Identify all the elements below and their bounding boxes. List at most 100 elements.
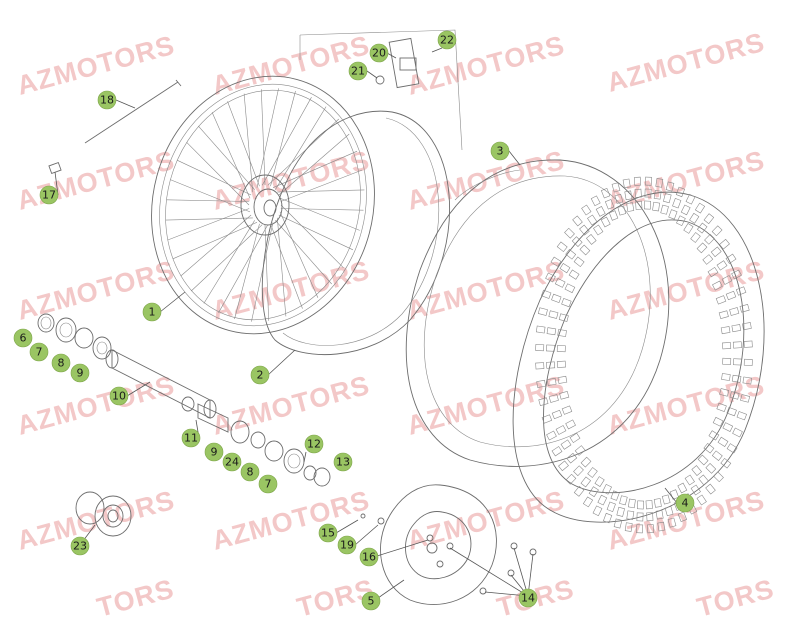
spoke: [166, 199, 250, 202]
tread-block: [546, 344, 555, 352]
watermark: AZMOTORS: [209, 255, 373, 326]
tread-block: [557, 329, 567, 337]
tread-block: [696, 222, 708, 234]
tread-block: [565, 249, 577, 260]
tread-block: [587, 467, 598, 478]
spoke: [261, 97, 312, 186]
tread-block: [624, 522, 633, 532]
spoke: [172, 222, 258, 260]
callout-18: 18: [97, 90, 117, 110]
tread-block: [535, 325, 546, 334]
tread-block: [675, 186, 685, 198]
tread-block: [574, 445, 586, 456]
spoked-wheel: [151, 75, 375, 335]
spoke: [277, 189, 365, 193]
callout-8: 8: [51, 353, 71, 373]
tread-block: [689, 212, 700, 224]
tread-block: [721, 373, 731, 381]
spoke: [278, 133, 350, 196]
tread-block: [537, 307, 548, 316]
spoke: [275, 106, 327, 190]
tread-block: [657, 521, 666, 532]
tread-block: [733, 358, 742, 366]
tread-block: [579, 224, 590, 236]
callout-9b: 9: [204, 442, 224, 462]
tread-block: [718, 310, 729, 320]
tread-block: [565, 473, 577, 485]
svg-text:11: 11: [184, 432, 198, 445]
tread-block: [719, 238, 730, 250]
tread-block: [614, 193, 624, 204]
tread-block: [604, 199, 615, 210]
spoke: [280, 208, 364, 211]
tread-block: [721, 275, 733, 285]
watermark: AZMOTORS: [404, 30, 568, 101]
svg-text:5: 5: [368, 595, 375, 608]
callout-20: 20: [369, 43, 389, 63]
callout-6: 6: [13, 328, 33, 348]
tread-block: [726, 443, 738, 454]
tread-block: [655, 178, 664, 188]
tread-block: [557, 375, 568, 384]
tread-block: [551, 409, 563, 420]
tread-block: [554, 278, 566, 288]
tread-block: [608, 210, 619, 221]
tread-block: [705, 483, 716, 495]
callout-4: 4: [675, 493, 695, 513]
tread-block: [602, 483, 612, 495]
watermark-layer: AZMOTORS AZMOTORS AZMOTORS AZMOTORS AZMO…: [14, 27, 778, 621]
svg-text:9: 9: [211, 446, 218, 459]
tread-block: [705, 463, 717, 474]
sprocket-hub: [75, 491, 132, 537]
spoke: [251, 222, 274, 322]
tread-block: [653, 190, 662, 200]
tread-block: [559, 263, 571, 274]
tread-block: [676, 215, 686, 227]
svg-text:7: 7: [36, 346, 43, 359]
spoke: [280, 169, 363, 202]
tread-block: [635, 200, 643, 210]
callout-3: 3: [490, 141, 510, 161]
tread-block: [707, 266, 719, 278]
tread-block: [712, 416, 724, 427]
watermark: AZMOTORS: [209, 370, 373, 441]
callout-17: 17: [39, 185, 59, 205]
tread-block: [720, 457, 732, 469]
tread-block: [573, 465, 584, 477]
svg-text:8: 8: [58, 357, 65, 370]
tread-block: [561, 405, 573, 415]
spoke: [278, 214, 354, 251]
tread-block: [606, 501, 616, 512]
watermark: AZMOTORS: [14, 370, 178, 441]
spoke: [186, 141, 250, 206]
tread-block: [703, 213, 715, 225]
rim-band: [261, 110, 450, 355]
spoke: [167, 208, 250, 241]
tread-block: [696, 494, 707, 506]
tread-block: [561, 298, 572, 308]
watermark: AZMOTORS: [209, 30, 373, 101]
tread-block: [569, 432, 581, 444]
tread-block: [581, 204, 592, 216]
tread-block: [717, 436, 729, 447]
tread-block: [694, 202, 706, 214]
tread-block: [720, 326, 731, 335]
tyre: [512, 176, 765, 534]
watermark: AZMOTORS: [604, 145, 768, 216]
tread-block: [580, 456, 592, 468]
callout-21: 21: [348, 61, 368, 81]
tread-block: [731, 374, 742, 383]
tread-block: [546, 377, 557, 386]
tread-block: [726, 407, 737, 417]
callout-19: 19: [337, 535, 357, 555]
callout-16: 16: [359, 547, 379, 567]
tread-block: [735, 286, 747, 296]
tread-block: [732, 341, 742, 349]
callout-5: 5: [361, 591, 381, 611]
tread-block: [655, 509, 664, 520]
tread-block: [548, 394, 559, 403]
tread-block: [610, 490, 620, 501]
svg-text:4: 4: [682, 497, 689, 510]
tread-block: [731, 324, 742, 333]
tread-block: [716, 260, 728, 271]
